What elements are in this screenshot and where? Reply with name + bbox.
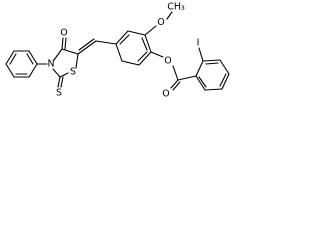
ring-carbonyl-oxygen-label: O [60, 28, 67, 39]
bond-c2-s [57, 76, 61, 88]
bond-ester-carbonyl [172, 81, 181, 91]
bond-central-ring-inner [119, 34, 130, 45]
bond-phenyl [28, 50, 38, 65]
bond-central-ring-inner [141, 37, 148, 51]
bond-central-ring [144, 34, 152, 53]
methoxy-oxygen-label: O [157, 17, 164, 28]
bond-c-aryl-ester [177, 75, 197, 81]
bond-iodo-ring-inner [205, 62, 219, 65]
bond-c4-c5 [61, 48, 79, 55]
bond-c4-o-double [64, 37, 67, 50]
bond-central-ring [115, 30, 129, 45]
ester-oxygen-label: O [164, 56, 171, 67]
bond-phenyl [5, 50, 15, 65]
bond-c-i [198, 47, 204, 62]
bond-phenyl [28, 63, 38, 78]
bond-central-ring [121, 60, 140, 66]
bond-c5-s1 [75, 53, 79, 69]
ester-carbonyl-oxygen-label: O [162, 89, 169, 100]
bond-ester-carbonyl [170, 79, 179, 89]
bond-o-me [166, 11, 173, 20]
ring-nitrogen-label: N [47, 59, 54, 70]
bond-exocyclic-double [77, 40, 97, 55]
bond-s1-c2 [59, 72, 69, 78]
bond-central-ring [115, 43, 123, 62]
bond-iodo-ring-inner [219, 73, 227, 87]
bond-iodo-ring [219, 59, 230, 75]
bond-central-ring-inner [137, 51, 148, 62]
bond-phenyl [5, 63, 15, 78]
bond-iodo-ring [204, 88, 223, 91]
bond-iodo-ring-inner [198, 76, 207, 88]
bond-iodo-ring [221, 73, 230, 90]
bond-exocyclic-double [78, 38, 95, 51]
bond-c2-n [52, 68, 61, 78]
bond-aryl-o-ester [150, 51, 164, 58]
bond-o-c-ester [172, 65, 179, 81]
bond-n-c4 [53, 48, 63, 61]
ring-sulfur-label: S [70, 67, 76, 78]
bond-ch-aryl [95, 40, 117, 45]
methyl-label: CH₃ [167, 2, 185, 13]
bond-phenyl-inner [9, 53, 17, 65]
bond-iodo-ring [202, 59, 221, 62]
bond-central-ring [127, 30, 146, 36]
bond-aryl-ome [144, 25, 157, 36]
thione-sulfur-label: S [56, 88, 62, 99]
bond-phenyl-inner [26, 53, 34, 65]
iodine-label: I [197, 38, 200, 49]
chemical-structure-diagram: O CH₃ O O I O N S S [5, 2, 230, 100]
bond-c4-o [61, 37, 64, 50]
bond-iodo-ring [195, 75, 206, 91]
bond-c2-s-double [60, 76, 64, 88]
bond-iodo-ring [195, 60, 204, 77]
bond-lines [5, 11, 230, 91]
bond-central-ring [138, 51, 152, 66]
atom-labels: O CH₃ O O I O N S S [47, 2, 199, 100]
